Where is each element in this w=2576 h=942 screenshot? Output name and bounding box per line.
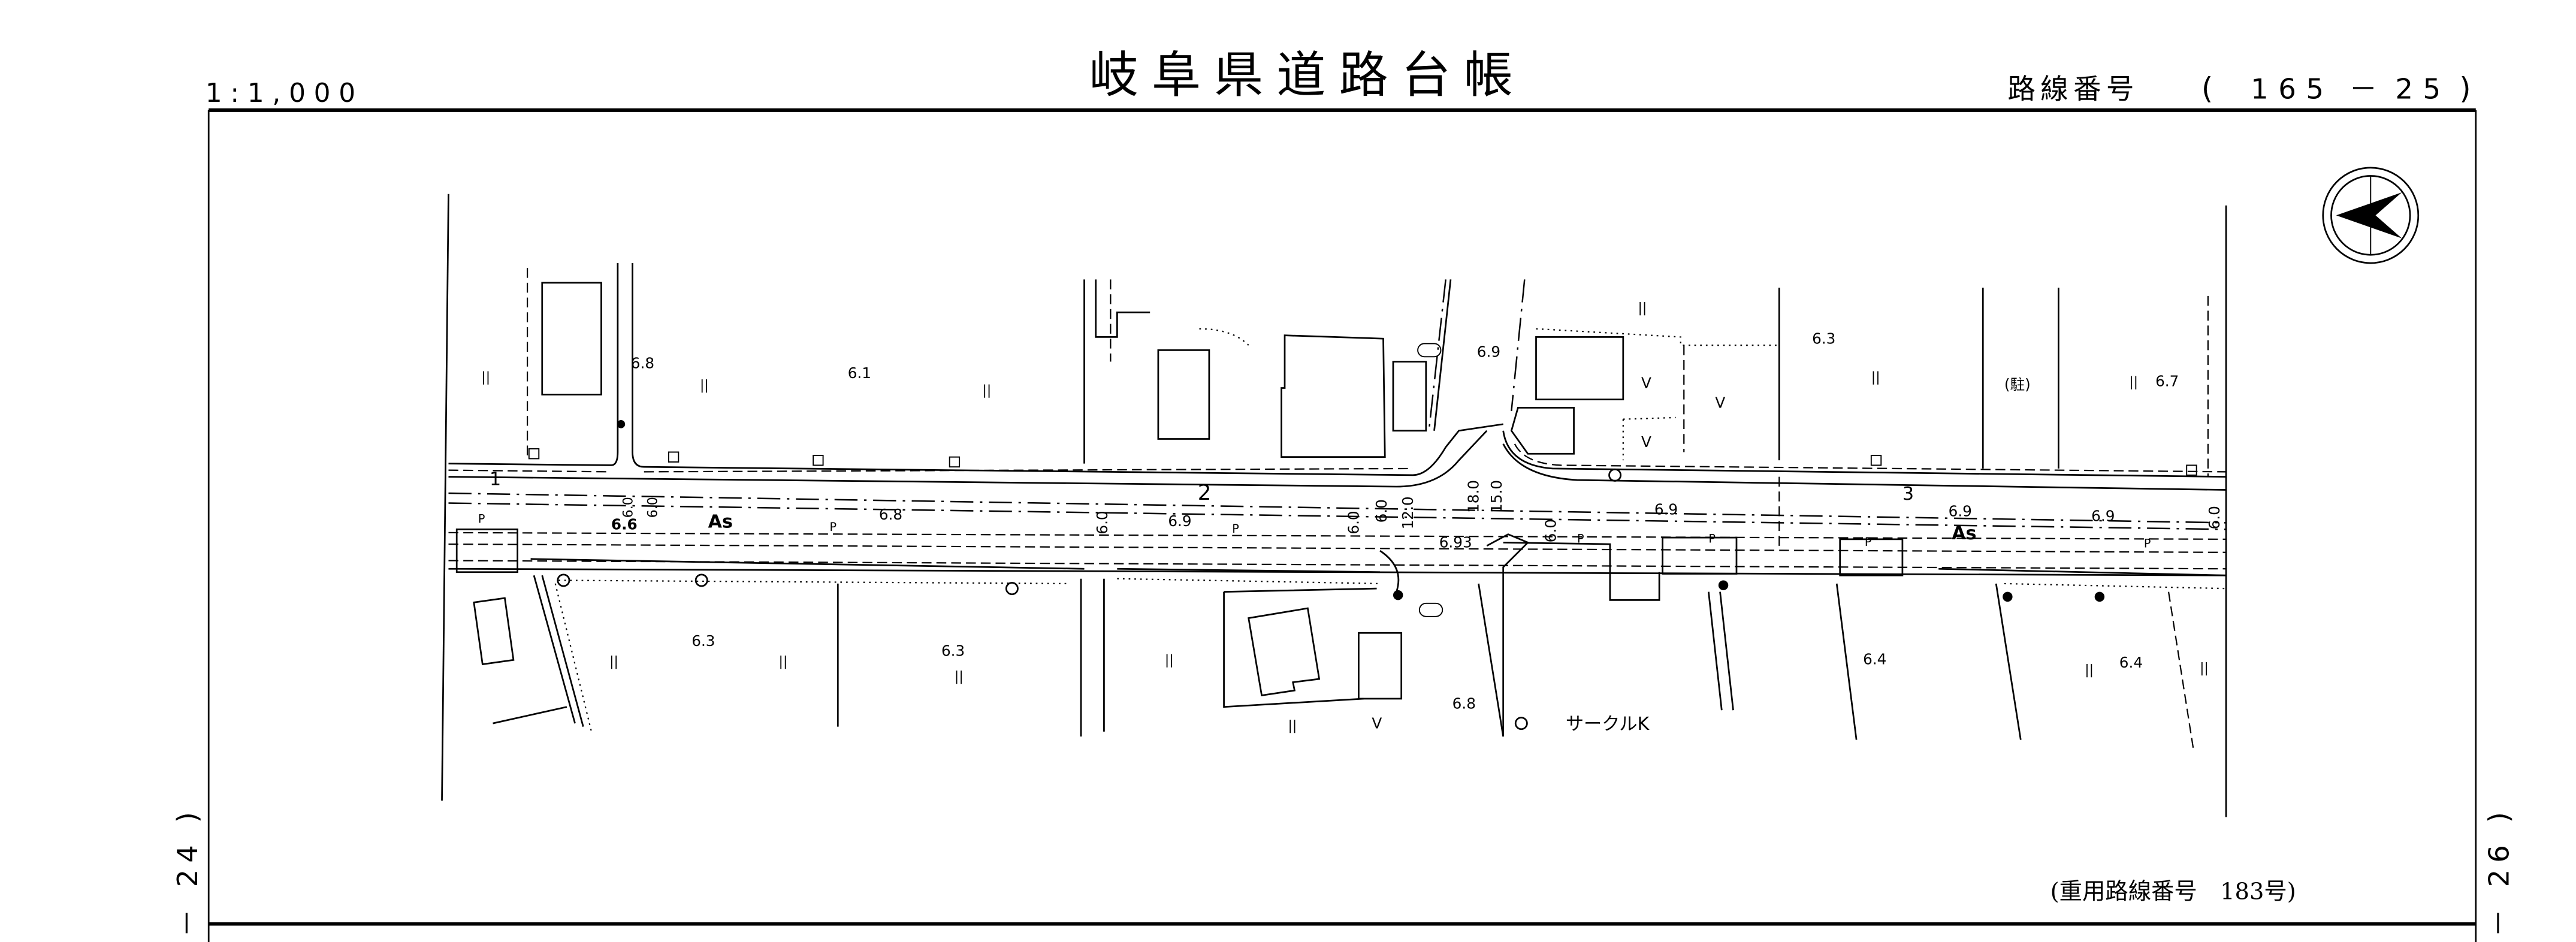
width-dimension: 6.0 [646,497,661,518]
field-symbol: || [1165,653,1174,668]
map-labels: 6.8 6.1 6.9 6.3 (駐) 6.7 1 2 3 6.8 As 6.9… [478,301,2223,735]
field-symbol: || [955,669,964,684]
width-dimension: 15.0 [1488,480,1505,513]
overlap-route-note: (重用路線番号 183号) [2050,878,2296,905]
field-symbol: || [779,654,788,669]
width-dimension: 6.0 [1373,499,1390,523]
route-main-number: 165 [2251,73,2333,105]
parking-lot-label: (駐) [2004,376,2031,393]
elevation-label: 6.9 [1477,343,1500,360]
field-symbol: || [700,378,709,393]
parking-symbol: P [1232,522,1239,536]
elevation-label: 6.1 [848,364,871,382]
surface-label: As [708,512,733,533]
width-dimension: 12.0 [1399,496,1417,529]
field-symbol: || [481,370,490,385]
elevation-label: 6.6 [611,515,638,533]
veg-symbol: V [1641,374,1651,391]
field-symbol: || [2085,663,2094,678]
route-close: ) [2459,71,2471,106]
surface-label: As [1952,523,1976,544]
width-dimension: 6.0 [2206,506,2223,529]
route-number: 路線番号 ( 165 － 25 ) [2007,71,2471,106]
veg-symbol: V [1372,714,1382,732]
elevation-label: 6.3 [691,632,715,650]
map-symbols [528,343,2197,730]
right-neighbor-sheet: － 26 ) [2483,805,2515,937]
veg-symbol: V [1715,394,1725,411]
width-dimension: 18.0 [1465,480,1482,513]
elevation-label: 6.9 [1168,512,1191,530]
field-symbol: || [983,383,992,398]
sheet-title: 岐阜県道路台帳 [1089,47,1526,104]
road [448,262,2227,737]
elevation-label: 6.8 [1452,695,1476,712]
elevation-label: 6.9 [2091,508,2115,525]
section-number: 1 [490,469,501,490]
scale-label: 1:1,000 [206,78,364,108]
section-number: 2 [1198,481,1212,505]
elevation-label: 6.8 [631,355,654,372]
veg-symbol: V [1641,433,1651,451]
field-symbol: || [2129,375,2138,390]
field-symbol: || [1288,718,1297,733]
field-symbol: || [1871,370,1880,385]
elevation-label: 6.93 [1439,534,1472,551]
width-dimension: 6.0 [1542,519,1559,542]
width-dimension: 6.0 [1345,511,1362,534]
map-edge-left [441,194,449,801]
field-symbol: || [2200,661,2209,676]
parking-symbol: P [2144,537,2151,551]
elevation-label: 6.9 [1949,502,1972,520]
store-label: サークルK [1566,714,1650,735]
route-number-label: 路線番号 [2007,73,2139,105]
width-dimension: 6.0 [621,497,636,518]
width-dimension: 6.0 [1094,511,1111,534]
parking-symbol: P [1708,532,1716,545]
parking-symbol: P [1865,535,1872,549]
north-arrow-icon [2322,167,2420,264]
elevation-label: 6.9 [1654,501,1678,518]
left-neighbor-sheet: － 24 ) [171,805,204,937]
elevation-label: 6.7 [2155,373,2179,390]
buildings [473,282,1624,700]
elevation-label: 6.4 [2119,654,2143,671]
route-sub-number: 25 [2395,73,2450,105]
parcel-lines [493,268,2227,748]
parking-symbol: P [478,512,485,526]
elevation-label: 6.4 [1863,650,1886,668]
route-open: ( [2201,71,2213,106]
elevation-label: 6.3 [941,642,965,660]
elevation-label: 6.8 [879,506,902,523]
parking-symbol: P [1577,532,1584,545]
elevation-label: 6.3 [1812,330,1835,347]
route-dash: － [2349,73,2378,105]
field-symbol: || [609,654,618,669]
section-number: 3 [1902,484,1914,505]
field-symbol: || [1638,301,1647,316]
parking-symbol: P [830,520,837,534]
